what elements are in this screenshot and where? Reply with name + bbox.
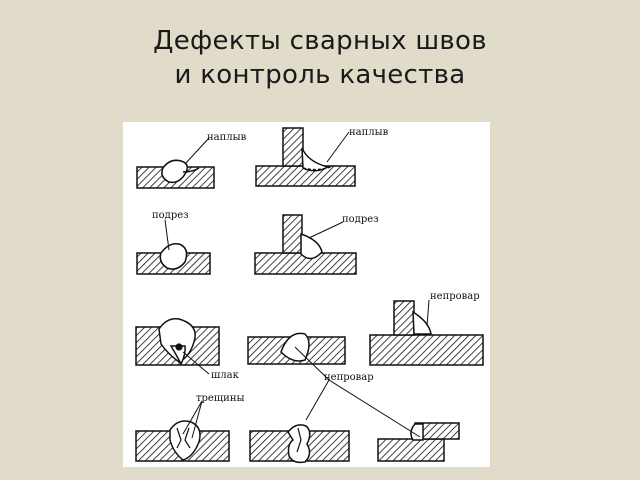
weld-bead-lap — [410, 423, 424, 441]
slide-title: Дефекты сварных швов и контроль качества — [0, 24, 640, 92]
plate-overlap-tee-vertical — [282, 127, 304, 167]
weld-defects-diagram: наплыв наплыв подрез подрез непровар шла… — [135, 127, 484, 464]
weld-bead-undercut-tee — [300, 232, 323, 260]
weld-bead-overlap-tee — [301, 147, 331, 172]
title-line-2: и контроль качества — [174, 60, 466, 90]
plate-lack-of-fusion-tee-vertical — [393, 300, 415, 336]
weld-bead-slag-butt — [158, 317, 196, 363]
plate-lack-of-fusion-tee-base — [369, 334, 484, 366]
label-cracks: трещины — [196, 393, 244, 404]
label-slag: шлак — [211, 370, 240, 381]
weld-bead-overlap-butt — [161, 159, 188, 184]
title-line-1: Дефекты сварных швов — [153, 26, 487, 56]
plate-undercut-tee-vertical — [282, 214, 303, 254]
weld-bead-cracks-butt-2 — [287, 424, 311, 464]
weld-defects-figure: наплыв наплыв подрез подрез непровар шла… — [123, 122, 490, 467]
label-undercut-1: подрез — [152, 210, 189, 221]
label-overlap-2: наплыв — [349, 127, 389, 138]
label-lack-of-fusion-2: непровар — [324, 372, 374, 383]
label-overlap-1: наплыв — [207, 132, 247, 143]
label-lack-of-fusion-1: непровар — [430, 291, 480, 302]
plate-lap-bottom — [377, 438, 445, 462]
label-undercut-2: подрез — [342, 214, 379, 225]
weld-bead-undercut-butt — [159, 242, 188, 270]
